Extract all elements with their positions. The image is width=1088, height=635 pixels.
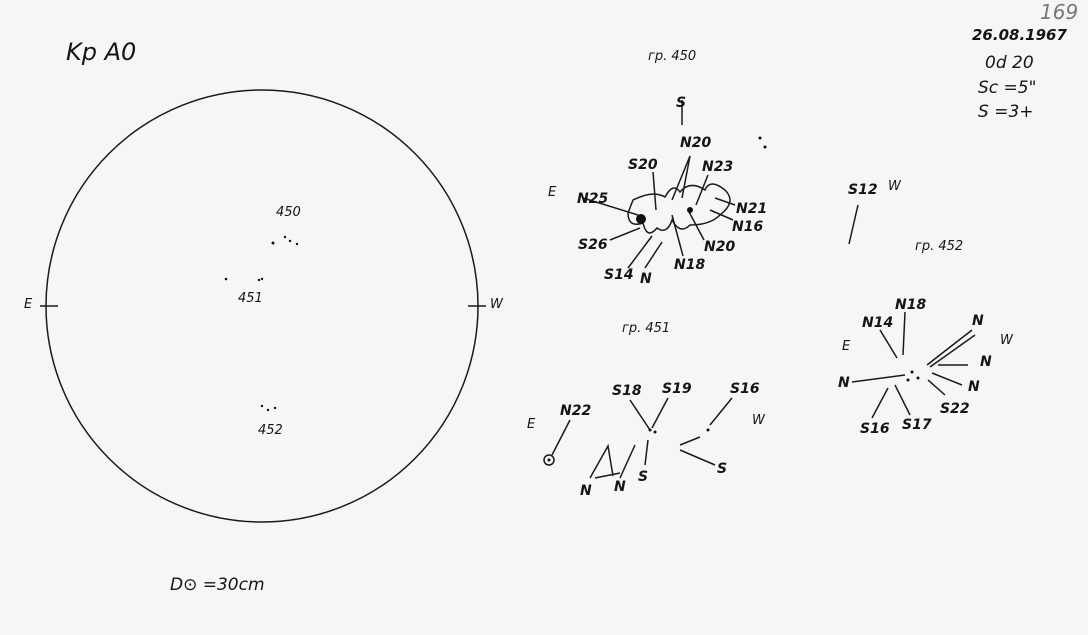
group-452-label: N: [972, 313, 984, 329]
group-451-label: S: [638, 469, 649, 485]
group-452-title: гр. 452: [915, 239, 964, 254]
group-452-label: N: [980, 354, 992, 370]
group-452-west-top: W: [888, 179, 901, 194]
group-452-label: S12: [848, 182, 878, 198]
group-450-east: E: [548, 185, 557, 200]
group-450-label: N23: [702, 159, 734, 175]
disk-west-label: W: [490, 297, 503, 312]
group-452-label: N: [968, 379, 980, 395]
disk-group-450: 450: [276, 205, 301, 220]
group-451-title: гр. 451: [622, 321, 671, 336]
group-452-west: W: [1000, 333, 1013, 348]
group-450-penumbra: [627, 183, 731, 234]
group-450-label: S20: [628, 157, 658, 173]
group-451-east: E: [527, 417, 536, 432]
group-450-label: N20: [704, 239, 736, 255]
seeing-value: Sc =5": [978, 78, 1037, 98]
group-450-label: N18: [674, 257, 706, 273]
group-450-label: N16: [732, 219, 764, 235]
disk-diameter: D⊙ =30cm: [170, 575, 265, 595]
observation-date: 26.08.1967: [972, 26, 1067, 44]
group-451-label: S18: [612, 383, 642, 399]
sheet-number: 169: [1040, 0, 1079, 24]
disk-east-label: E: [24, 297, 33, 312]
group-451-label: S: [717, 461, 728, 477]
sharpness-value: S =3+: [978, 102, 1034, 122]
group-451-label: S16: [730, 381, 760, 397]
disk-group-452: 452: [258, 423, 283, 438]
group-451-label: S19: [662, 381, 692, 397]
group-452-label: N14: [862, 315, 894, 331]
group-451-label: N22: [560, 403, 592, 419]
group-450-label: N: [640, 271, 652, 287]
group-450-label: S: [676, 95, 687, 111]
group-451-west: W: [752, 413, 765, 428]
group-450-label: S26: [578, 237, 608, 253]
group-452-label: N18: [895, 297, 927, 313]
group-450-label: N20: [680, 135, 712, 151]
group-450-label: S14: [604, 267, 634, 283]
group-450-label: N25: [577, 191, 609, 207]
group-450-title: гр. 450: [648, 49, 697, 64]
group-452-label: S16: [860, 421, 890, 437]
group-450-label: N21: [736, 201, 768, 217]
group-452-label: S17: [902, 417, 932, 433]
solar-disk: [45, 89, 479, 523]
group-452-east: E: [842, 339, 851, 354]
group-451-label: N: [580, 483, 592, 499]
group-451-label: N: [614, 479, 626, 495]
disk-group-451: 451: [238, 291, 263, 306]
observation-time: 0d 20: [985, 53, 1034, 73]
group-452-label: N: [838, 375, 850, 391]
header-title: Kp A0: [66, 38, 137, 66]
group-452-label: S22: [940, 401, 970, 417]
